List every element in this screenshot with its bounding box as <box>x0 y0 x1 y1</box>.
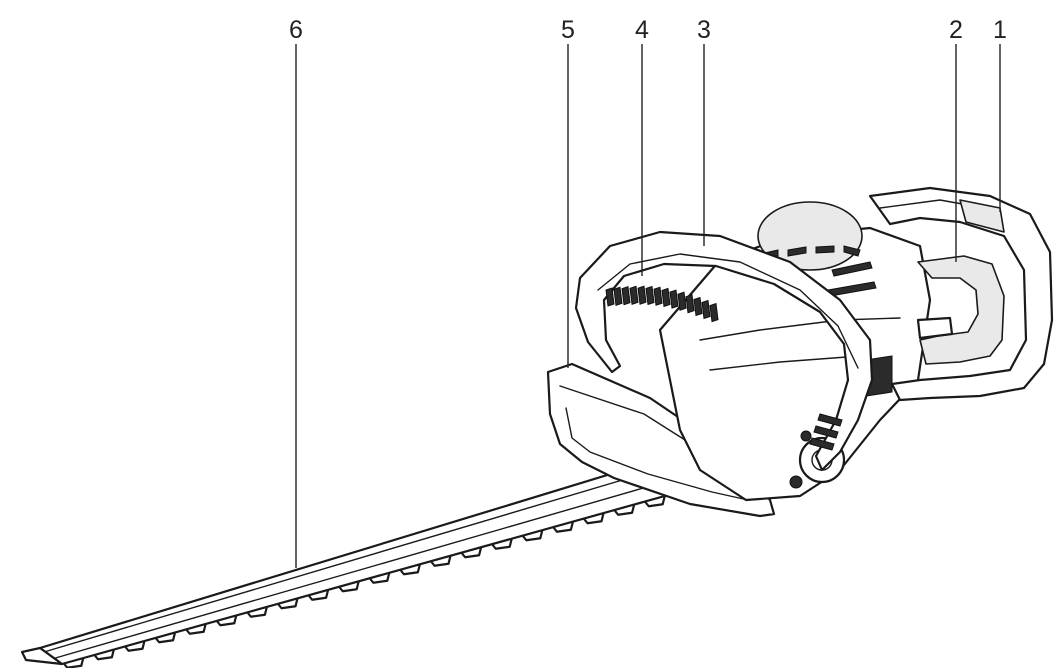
grip-rib <box>629 285 639 305</box>
grip-rib <box>621 286 631 306</box>
callout-leaders <box>295 44 1001 568</box>
grip-rib <box>669 289 679 309</box>
grip-rib <box>661 287 671 308</box>
front-handle <box>574 230 874 472</box>
handle-lower-ribs <box>809 413 843 451</box>
blade-bar-ridge-lower <box>51 481 665 660</box>
front-handle-grip <box>605 285 719 323</box>
callout-label-1: 1 <box>993 16 1007 44</box>
grip-rib <box>653 286 663 306</box>
grip-rib <box>693 296 703 317</box>
rear-handle <box>868 186 1054 402</box>
callout-label-4: 4 <box>635 16 649 44</box>
trigger-switch <box>916 316 954 340</box>
blade-assembly <box>20 460 682 668</box>
motor-cap <box>757 201 863 271</box>
grip-rib <box>685 294 695 314</box>
grip-rib <box>637 285 647 305</box>
callout-label-3: 3 <box>697 16 711 44</box>
callout-label-2: 2 <box>949 16 963 44</box>
grip-rib <box>645 285 655 306</box>
grip-rib <box>613 286 623 306</box>
callout-label-5: 5 <box>561 16 575 44</box>
callout-labels: 6 5 4 3 2 1 <box>289 16 1007 44</box>
callout-label-6: 6 <box>289 16 303 44</box>
grip-rib <box>701 299 711 320</box>
blade-bar <box>38 460 682 666</box>
grip-rib <box>677 291 687 311</box>
grip-rib <box>709 302 719 323</box>
motor-vents <box>759 245 893 397</box>
blade-bar-ridge <box>43 469 657 653</box>
blade-tip <box>20 646 64 666</box>
grip-rib <box>605 287 615 307</box>
